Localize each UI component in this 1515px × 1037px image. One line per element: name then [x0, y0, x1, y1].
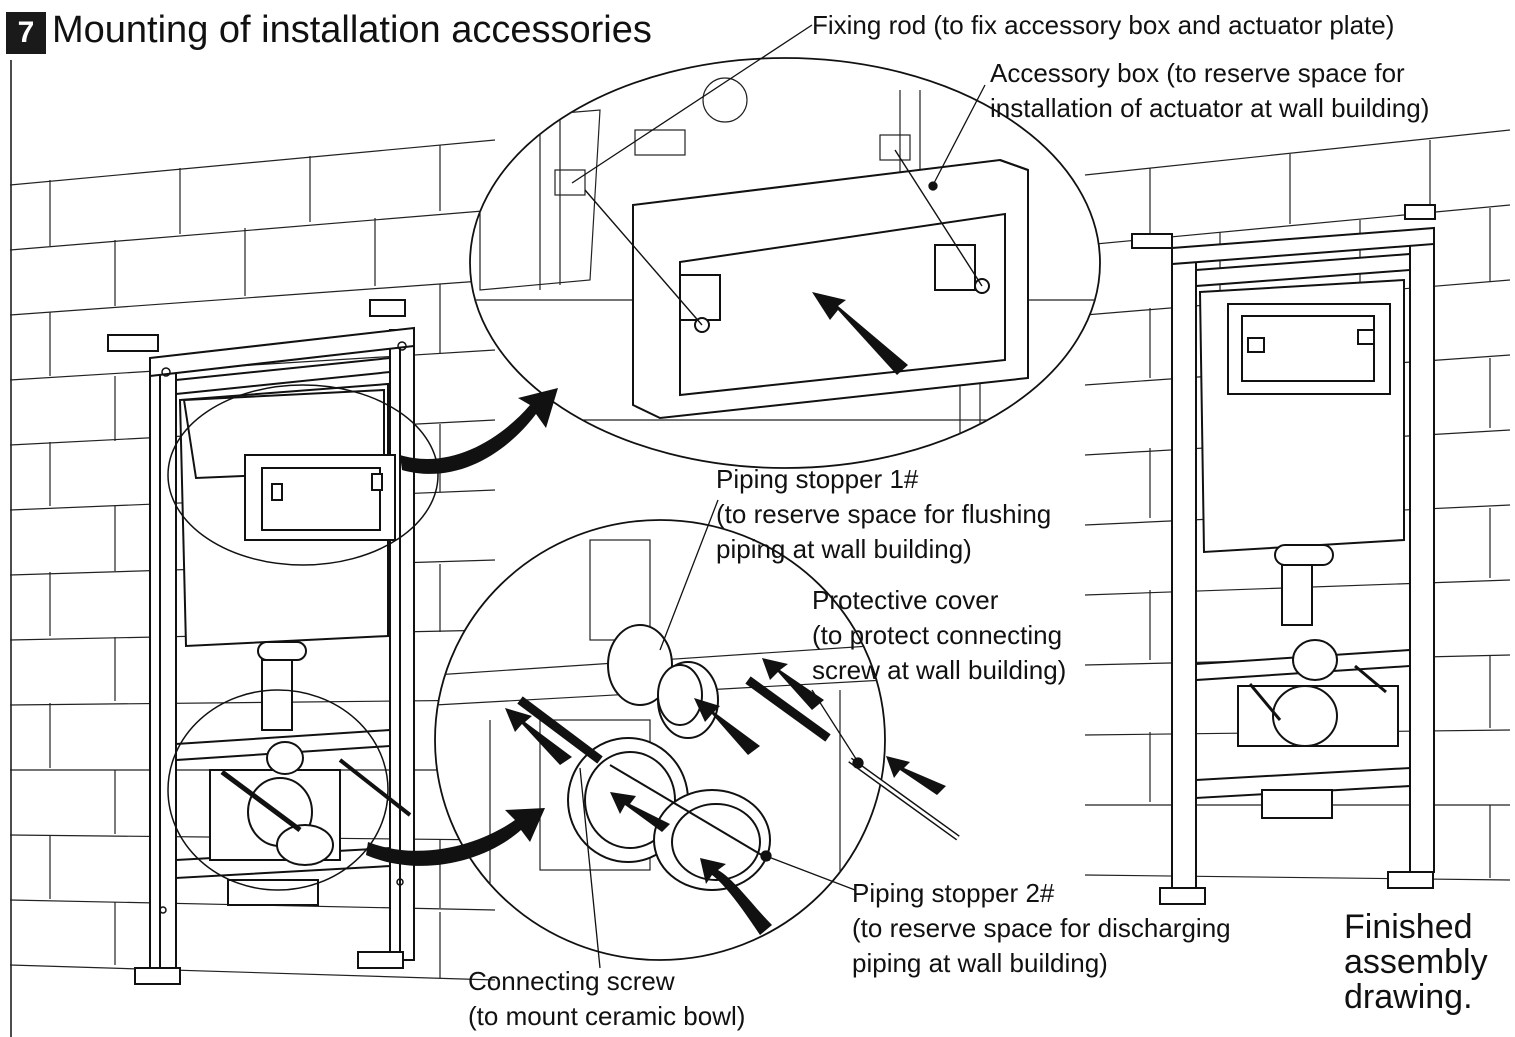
label-piping-stopper-2: Piping stopper 2# (to reserve space for … [852, 876, 1231, 981]
arrow-protective-cover-1 [762, 658, 824, 710]
label-piping-stopper-1: Piping stopper 1# (to reserve space for … [716, 462, 1051, 567]
label-finished-line2: assembly [1344, 943, 1488, 981]
right-brick-wall [1085, 129, 1510, 881]
label-accessory-box-line1: Accessory box (to reserve space for [990, 58, 1405, 88]
label-piping-stopper-2-line3: piping at wall building) [852, 948, 1108, 978]
leader-lines [571, 24, 986, 969]
label-piping-stopper-1-line3: piping at wall building) [716, 534, 972, 564]
bottom-oval-detail [434, 519, 960, 961]
label-piping-stopper-1-line1: Piping stopper 1# [716, 464, 919, 494]
top-oval-detail [469, 57, 1101, 469]
arrow-accessory-box [812, 292, 908, 375]
arrow-curved-screw [700, 858, 772, 935]
label-connecting-screw: Connecting screw (to mount ceramic bowl) [468, 964, 745, 1034]
label-protective-cover-line3: screw at wall building) [812, 655, 1067, 685]
arrow-protective-cover-2 [886, 756, 946, 795]
label-piping-stopper-1-line2: (to reserve space for flushing [716, 499, 1052, 529]
arrow-to-top-oval [400, 388, 558, 474]
label-finished-assembly: Finished assembly drawing. [1344, 910, 1488, 1015]
label-accessory-box: Accessory box (to reserve space for inst… [990, 56, 1429, 126]
label-connecting-screw-line2: (to mount ceramic bowl) [468, 1001, 746, 1031]
left-frame-details [159, 341, 439, 914]
right-install-frame [1131, 204, 1436, 905]
arrow-to-bottom-oval [366, 808, 545, 866]
arrow-piping-stopper-2 [610, 792, 670, 832]
label-protective-cover-line2: (to protect connecting [812, 620, 1063, 650]
label-connecting-screw-line1: Connecting screw [468, 966, 675, 996]
label-piping-stopper-2-line2: (to reserve space for discharging [852, 913, 1231, 943]
label-protective-cover-line1: Protective cover [812, 585, 999, 615]
arrow-piping-stopper-1 [694, 698, 760, 755]
label-piping-stopper-2-line1: Piping stopper 2# [852, 878, 1055, 908]
arrow-connecting-screw [505, 708, 572, 765]
label-finished-line3: drawing. [1344, 978, 1473, 1016]
left-install-frame [107, 299, 415, 985]
label-finished-line1: Finished [1344, 908, 1473, 946]
label-accessory-box-line2: installation of actuator at wall buildin… [990, 93, 1430, 123]
action-arrows [366, 292, 946, 935]
label-fixing-rod-line1: Fixing rod (to fix accessory box and act… [812, 10, 1395, 40]
page-title: Mounting of installation accessories [52, 9, 652, 51]
right-frame-rods [1248, 664, 1387, 721]
label-protective-cover: Protective cover (to protect connecting … [812, 583, 1066, 688]
label-fixing-rod: Fixing rod (to fix accessory box and act… [812, 8, 1394, 43]
step-number-badge: 7 [6, 12, 46, 54]
